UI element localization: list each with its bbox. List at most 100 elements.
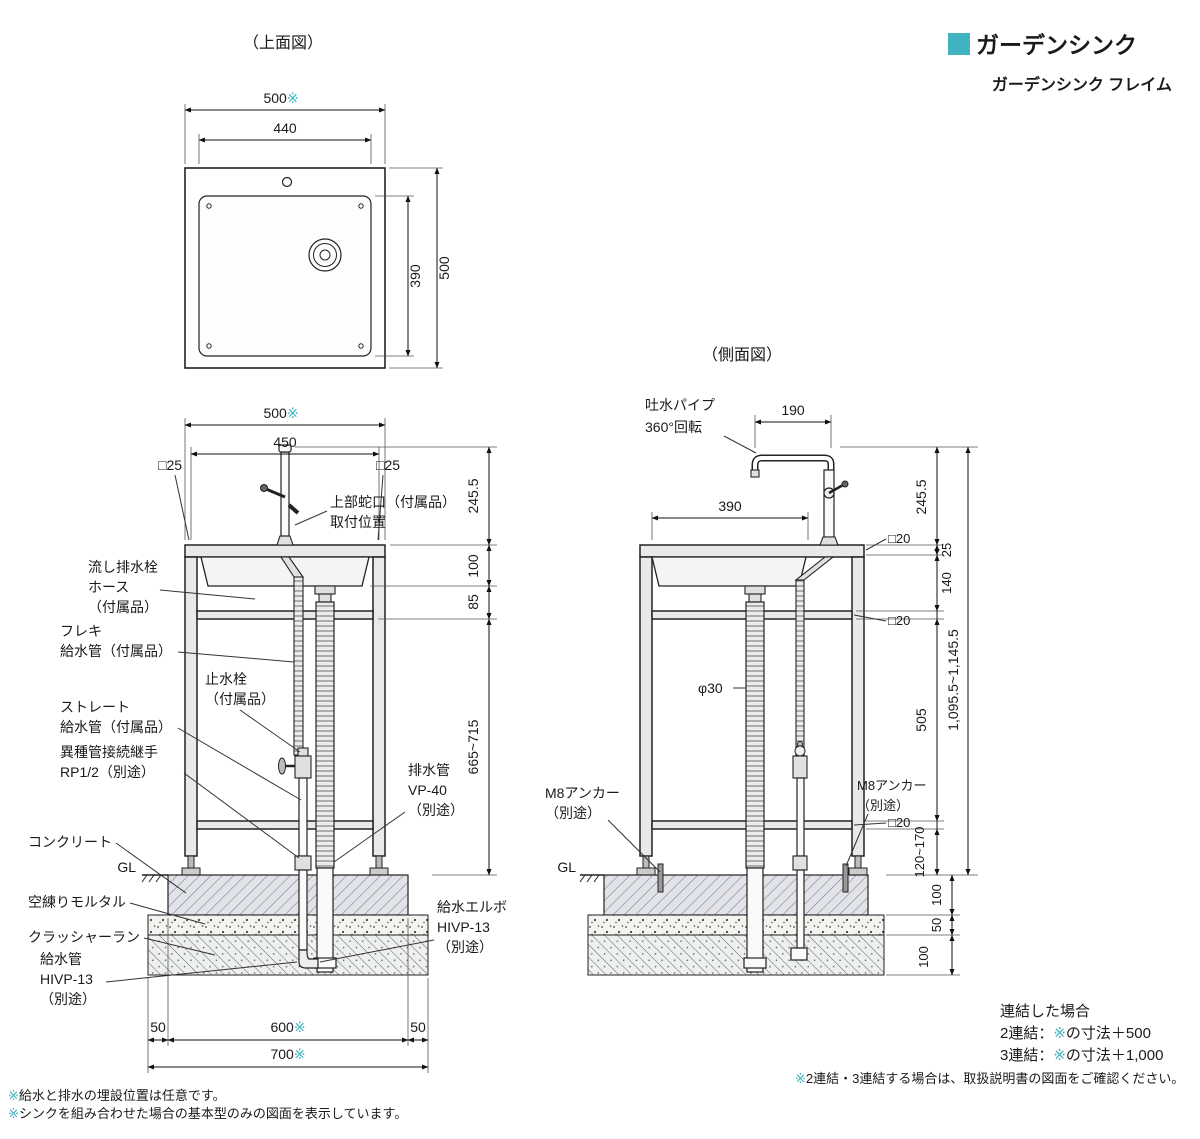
header-accent-square-icon (948, 33, 970, 55)
lower-member-front (196, 820, 374, 830)
label-hose-line3: （付属品） (88, 599, 158, 615)
label-supply-line1: 給水管 (40, 951, 82, 967)
dim-front-basin-height: 85 (465, 594, 481, 610)
label-mortar: 空練りモルタル (28, 894, 126, 910)
label-elbow-line2: HIVP-13 (437, 919, 490, 935)
m8-anchor-left (657, 863, 664, 893)
counter-front (184, 544, 386, 558)
label-gl-side: GL (557, 859, 576, 875)
label-concrete: コンクリート (28, 834, 112, 850)
label-drainpipe-line2: VP-40 (408, 782, 447, 798)
dim-front-faucet-height: 245.5 (465, 478, 481, 513)
dim-topview-depth-outer: 500 (436, 256, 452, 280)
page-title: ガーデンシンク (976, 32, 1137, 58)
side-view-title: （側面図） (702, 346, 782, 364)
sink-basin-top (198, 195, 372, 357)
dim-basin-depth: 390 (718, 498, 742, 514)
label-anchor-right-line2: （別途） (857, 798, 909, 813)
label-anchor-left-line2: （別途） (545, 805, 601, 821)
drain-hose-side (745, 601, 765, 869)
label-drainpipe-line1: 排水管 (408, 762, 450, 778)
dim-side-foot: 120~170 (912, 827, 927, 878)
dim-front-faucet-span: 450 (273, 434, 297, 450)
ground-side (579, 874, 885, 976)
label-supply-line2: HIVP-13 (40, 971, 93, 987)
drain-top (308, 238, 342, 272)
top-view-title: （上面図） (243, 34, 323, 52)
joined-2-note: 2連結：※の寸法＋500 (1000, 1025, 1151, 1042)
label-anchor-left-line1: M8アンカー (545, 785, 620, 801)
dim-topview-depth-inner: 390 (407, 264, 423, 288)
cross-member-front (196, 610, 374, 620)
label-spout-line2: 360°回転 (645, 419, 702, 435)
label-faucet-line2: 取付位置 (330, 514, 386, 530)
label-flex-line1: フレキ (60, 623, 102, 639)
faucet-side (750, 454, 849, 546)
header: ガーデンシンク ガーデンシンク フレイム (948, 32, 1172, 94)
label-straight-line1: ストレート (60, 699, 130, 715)
label-flex-line2: 給水管（付属品） (60, 643, 172, 659)
dim-side-total-height: 1,095.5~1,145.5 (945, 629, 961, 731)
leg-left-front (184, 556, 198, 857)
basin-front (200, 556, 370, 587)
label-gl-front: GL (117, 859, 136, 875)
label-joint-line2: RP1/2（別途） (60, 764, 155, 780)
dim-ground-concrete: 100 (929, 884, 944, 906)
flex-supply-pipe-front (293, 576, 304, 756)
faucet-front (260, 444, 300, 546)
label-joint-line1: 異種管接続継手 (60, 744, 158, 760)
dim-side-upper: 140 (939, 572, 954, 594)
counter-side (639, 544, 865, 558)
dim-front-width: 500※ (263, 405, 298, 421)
label-valve-line2: （付属品） (205, 691, 275, 707)
footnote-1: ※給水と排水の埋設位置は任意です。 (8, 1088, 226, 1103)
dim-side-lip: 25 (939, 543, 954, 557)
dim-front-leg-height: 665~715 (465, 719, 481, 774)
label-drainpipe-line3: （別途） (408, 802, 464, 818)
joined-3-note: 3連結：※の寸法＋1,000 (1000, 1047, 1163, 1064)
page-subtitle: ガーデンシンク フレイム (992, 75, 1172, 94)
notes: 連結した場合 2連結：※の寸法＋500 3連結：※の寸法＋1,000 ※2連結・… (8, 1003, 1184, 1121)
dim-leg-right: □25 (376, 457, 400, 473)
m8-anchor-right (842, 863, 849, 893)
faucet-hole (281, 176, 293, 188)
supply-elbow-front (298, 949, 319, 969)
ground-front (141, 874, 429, 976)
drain-pipe-vp40 (316, 867, 334, 973)
stop-valve-front (278, 747, 312, 779)
front-view: 500※ 450 □25 □25 245.5 100 85 665~715 50… (28, 405, 507, 1073)
dim-base-mid: 600※ (270, 1019, 305, 1035)
label-faucet-line1: 上部蛇口（付属品） (330, 494, 456, 510)
label-elbow-line1: 給水エルボ (437, 899, 507, 915)
top-view: （上面図） 500※ 440 390 500 (184, 34, 452, 369)
dim-topview-width-outer: 500※ (263, 90, 298, 106)
leg-left-side (639, 556, 653, 857)
footnote-2: ※シンクを組み合わせた場合の基本型のみの図面を表示しています。 (8, 1106, 407, 1121)
dim-base-left: 50 (150, 1019, 166, 1035)
label-supply-line3: （別途） (40, 991, 96, 1007)
label-anchor-right-line1: M8アンカー (857, 778, 927, 793)
drain-hose-front (315, 601, 335, 869)
dim-spout-length: 190 (781, 402, 805, 418)
stop-valve-side (792, 741, 808, 779)
basin-side (651, 556, 807, 587)
label-elbow-line3: （別途） (437, 939, 493, 955)
dim-sq20-mid: □20 (888, 613, 910, 628)
supply-pipe-hivp-front (298, 869, 308, 951)
pipe-joint-front (294, 855, 312, 871)
dim-leg-left: □25 (158, 457, 182, 473)
flex-supply-pipe-side (795, 579, 805, 756)
side-view: （側面図） (545, 346, 978, 976)
dim-base-right: 50 (410, 1019, 426, 1035)
joined-warning-note: ※2連結・3連結する場合は、取扱説明書の図面をご確認ください。 (795, 1071, 1184, 1086)
label-drain-diameter: φ30 (698, 680, 723, 696)
label-straight-line2: 給水管（付属品） (60, 719, 172, 735)
label-valve-line1: 止水栓 (205, 671, 247, 687)
label-hose-line1: 流し排水栓 (88, 559, 158, 575)
straight-supply-pipe-front (298, 777, 308, 857)
leg-right-front (372, 556, 386, 857)
dim-side-faucet-height: 245.5 (913, 479, 929, 514)
dim-front-top-height: 100 (465, 554, 481, 578)
